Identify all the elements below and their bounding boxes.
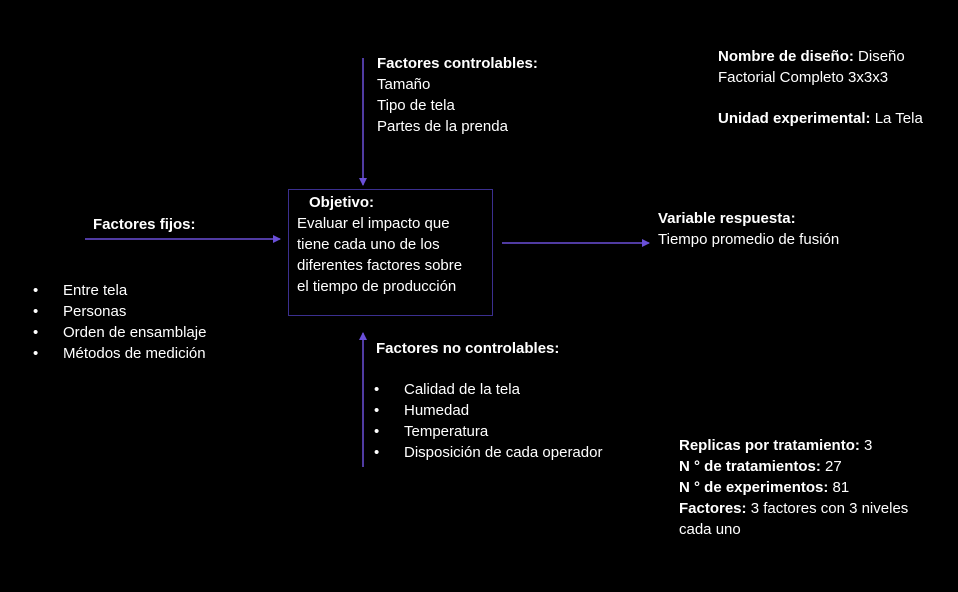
fixed-factor-item: Entre tela [33, 280, 206, 301]
controllable-factor-item: Tipo de tela [377, 97, 455, 114]
uncontrollable-factor-item: Disposición de cada operador [374, 442, 602, 463]
experiments-value: 81 [828, 479, 850, 496]
objective-line: el tiempo de producción [297, 278, 457, 295]
objective-line: tiene cada uno de los [297, 236, 440, 253]
factors-value-cont: cada uno [679, 521, 741, 538]
uncontrollable-factors-list: Calidad de la tela Humedad Temperatura D… [374, 379, 602, 463]
controllable-factor-item: Partes de la prenda [377, 118, 508, 135]
fixed-factor-item: Métodos de medición [33, 343, 206, 364]
replicas-label: Replicas por tratamiento: [679, 437, 860, 454]
design-name: Nombre de diseño: Diseño [718, 46, 923, 67]
factors-value: 3 factores con 3 niveles [746, 500, 909, 517]
objective-box: Objetivo: Evaluar el impacto que tiene c… [288, 189, 493, 316]
objective-line: diferentes factores sobre [297, 257, 463, 274]
controllable-factors-title: Factores controlables: [377, 55, 538, 72]
design-name-label: Nombre de diseño: [718, 48, 854, 65]
response-variable-title: Variable respuesta: [658, 210, 796, 227]
experimental-unit-label: Unidad experimental: [718, 110, 871, 127]
design-name-value-cont: Factorial Completo 3x3x3 [718, 69, 889, 86]
controllable-factor-item: Tamaño [377, 76, 431, 93]
experiment-stats: Replicas por tratamiento: 3 N ° de trata… [679, 435, 908, 540]
experiments-label: N ° de experimentos: [679, 479, 829, 496]
factors-stat: Factores: 3 factores con 3 niveles [679, 498, 908, 519]
design-name-value: Diseño [853, 48, 905, 65]
experiments-stat: N ° de experimentos: 81 [679, 477, 908, 498]
controllable-factors: Factores controlables: Tamaño Tipo de te… [377, 53, 538, 137]
uncontrollable-factor-item: Humedad [374, 400, 602, 421]
treatments-label: N ° de tratamientos: [679, 458, 821, 475]
treatments-value: 27 [820, 458, 842, 475]
fixed-factor-item: Personas [33, 301, 206, 322]
experimental-unit: Unidad experimental: La Tela [718, 108, 923, 129]
fixed-factors-title: Factores fijos: [93, 216, 196, 233]
objective-text: Evaluar el impacto que tiene cada uno de… [297, 213, 484, 297]
response-variable-value: Tiempo promedio de fusión [658, 231, 840, 248]
uncontrollable-factors-title: Factores no controlables: [376, 340, 560, 357]
treatments-stat: N ° de tratamientos: 27 [679, 456, 908, 477]
design-info: Nombre de diseño: Diseño Factorial Compl… [718, 46, 923, 129]
uncontrollable-factor-item: Calidad de la tela [374, 379, 602, 400]
objective-title: Objetivo: [309, 194, 375, 211]
fixed-factor-item: Orden de ensamblaje [33, 322, 206, 343]
uncontrollable-factor-item: Temperatura [374, 421, 602, 442]
replicas-stat: Replicas por tratamiento: 3 [679, 435, 908, 456]
replicas-value: 3 [859, 437, 873, 454]
objective-line: Evaluar el impacto que [297, 215, 450, 232]
factors-label: Factores: [679, 500, 747, 517]
fixed-factors-list: Entre tela Personas Orden de ensamblaje … [33, 280, 206, 364]
response-variable: Variable respuesta: Tiempo promedio de f… [658, 208, 839, 250]
experimental-unit-value: La Tela [870, 110, 923, 127]
